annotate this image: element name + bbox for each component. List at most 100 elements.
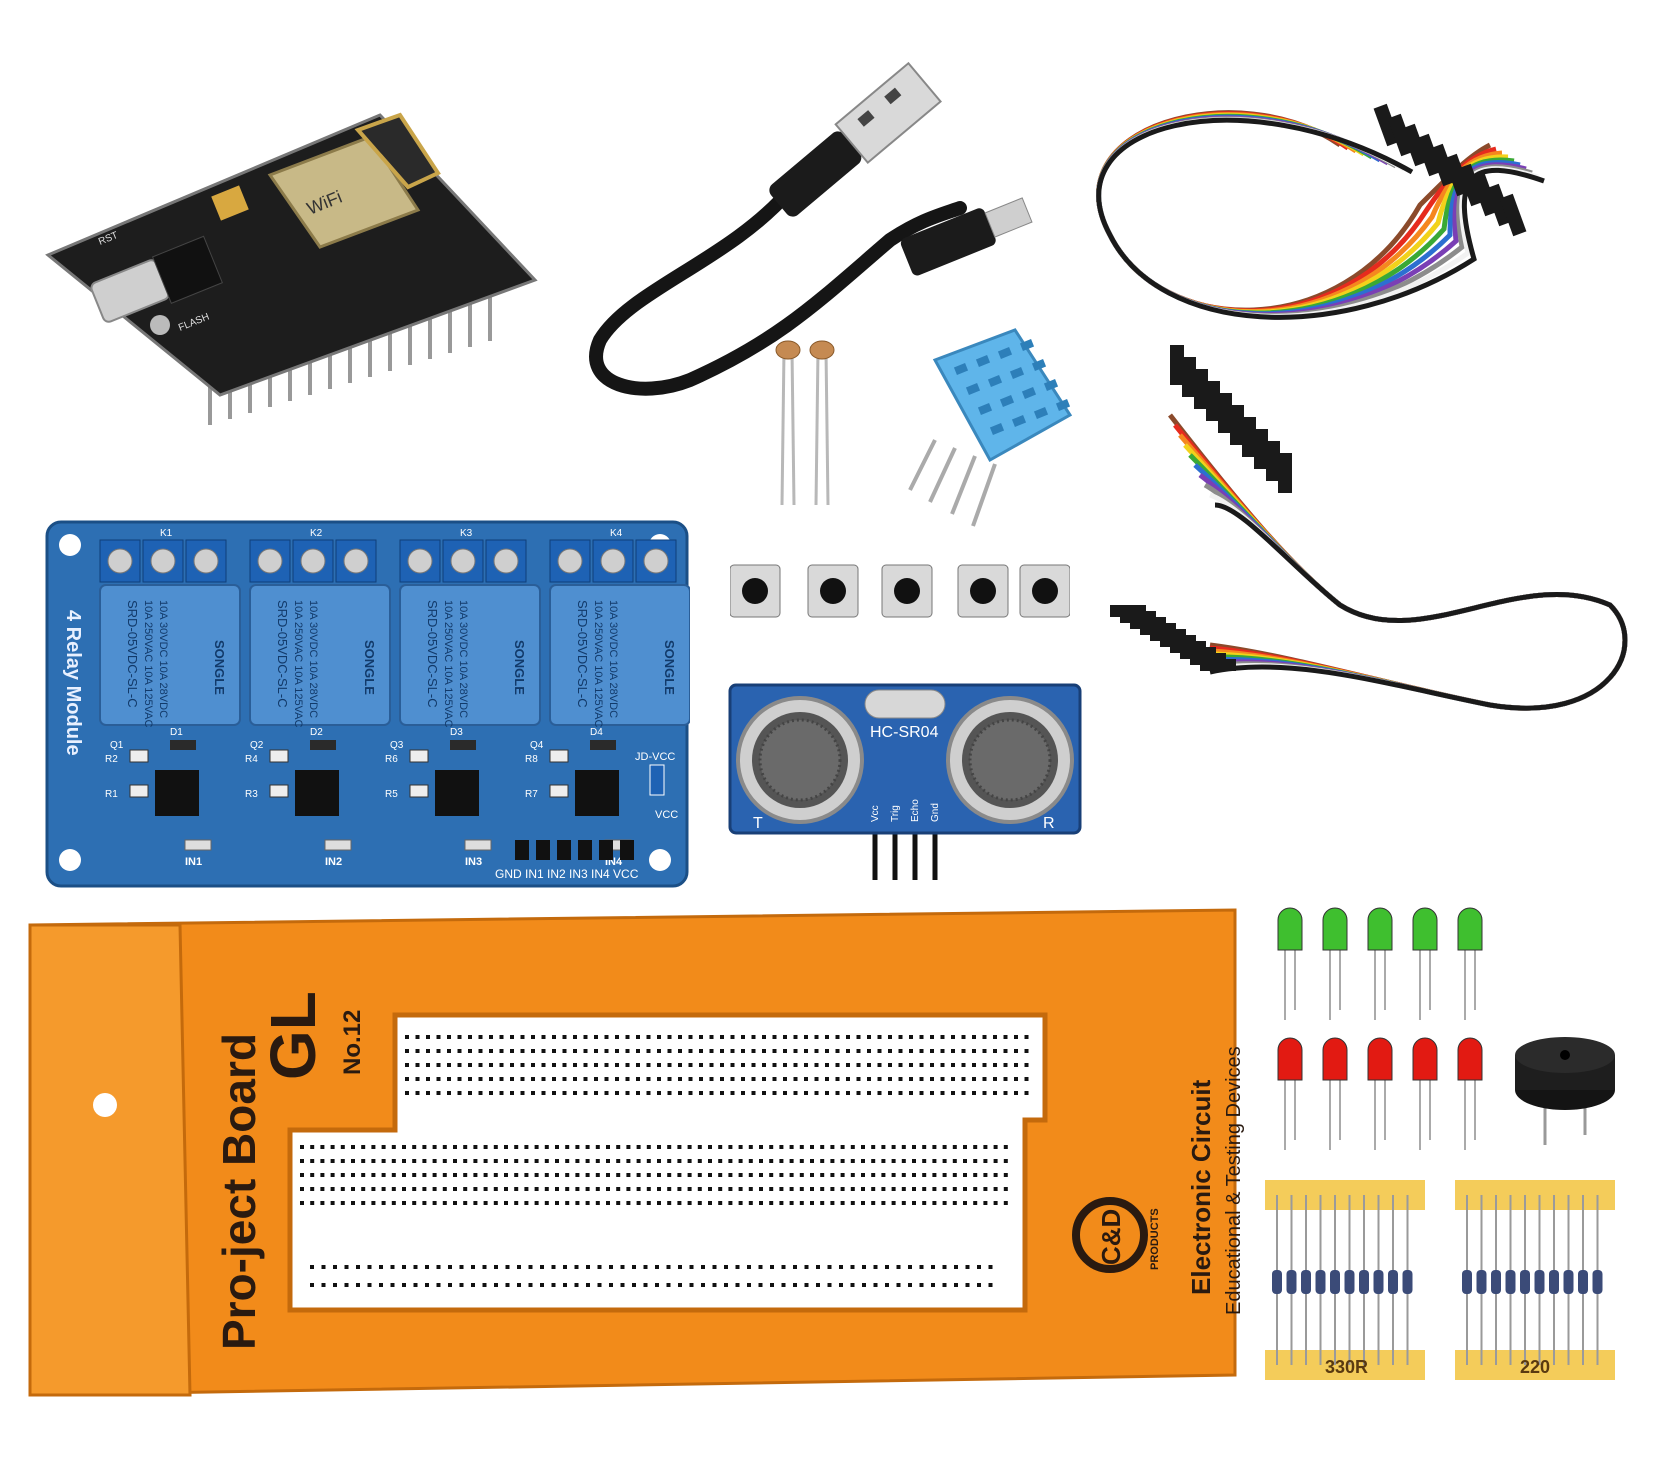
breadboard-hole [646, 1091, 651, 1095]
breadboard-hole [896, 1265, 901, 1269]
breadboard-hole [898, 1091, 903, 1095]
breadboard-hole [361, 1145, 366, 1149]
breadboard-hole [597, 1265, 602, 1269]
breadboard-hole [405, 1063, 409, 1067]
terminal-screw [600, 548, 626, 574]
led-body [1322, 907, 1348, 951]
breadboard-hole [961, 1091, 966, 1095]
breadboard-hole [931, 1265, 935, 1269]
breadboard-hole [412, 1173, 417, 1177]
breadboard-hole [457, 1049, 462, 1053]
breadboard-hole [667, 1173, 672, 1177]
breadboard-hole [586, 1265, 590, 1269]
breadboard-hole [636, 1091, 640, 1095]
breadboard-hole [720, 1063, 724, 1067]
breadboard-hole [379, 1265, 383, 1269]
breadboard-hole [463, 1201, 468, 1205]
breadboard-hole [478, 1077, 483, 1081]
jumper-bundle-bottom [1168, 413, 1628, 711]
breadboard-hole [942, 1145, 947, 1149]
smd-resistor [269, 749, 289, 763]
breadboard-hole [436, 1035, 441, 1039]
breadboard-hole [595, 1159, 600, 1163]
breadboard-hole [793, 1283, 797, 1287]
breadboard-hole [563, 1265, 567, 1269]
breadboard-hole [730, 1035, 735, 1039]
breadboard-hole [597, 1283, 602, 1287]
breadboard-hole [330, 1145, 335, 1149]
breadboard-hole [793, 1049, 798, 1053]
header-pin [536, 840, 550, 860]
breadboard-hole [510, 1035, 514, 1039]
led-body [1457, 907, 1483, 951]
breadboard-hole [688, 1049, 693, 1053]
breadboard-hole [804, 1049, 808, 1053]
breadboard-hole [391, 1145, 396, 1149]
resistor-label: R7 [525, 789, 538, 800]
breadboard-hole [459, 1265, 464, 1269]
breadboard-hole [751, 1035, 756, 1039]
cd-logo-text: C&D [1096, 1209, 1126, 1265]
breadboard-hole [977, 1265, 981, 1269]
breadboard-hole [636, 1187, 641, 1191]
breadboard-hole [646, 1159, 651, 1163]
breadboard-hole [616, 1187, 621, 1191]
breadboard-hole [804, 1077, 808, 1081]
breadboard-hole [772, 1035, 777, 1039]
breadboard-hole [901, 1173, 906, 1177]
relay-rating: 10A 30VDC 10A 28VDC [457, 600, 469, 718]
breadboard-hole [687, 1159, 692, 1163]
breadboard-hole [510, 1063, 514, 1067]
breadboard-hole [442, 1145, 447, 1149]
dht11-vent [977, 403, 993, 415]
breadboard-hole [300, 1173, 304, 1177]
dht11-vent [1055, 399, 1071, 411]
male-connector [1194, 369, 1208, 409]
breadboard-hole [565, 1187, 570, 1191]
breadboard-hole [615, 1063, 619, 1067]
breadboard-hole [562, 1063, 567, 1067]
breadboard-hole [718, 1201, 723, 1205]
breadboard-hole [820, 1159, 825, 1163]
breadboard-hole [730, 1091, 735, 1095]
breadboard-hole [351, 1173, 355, 1177]
led-body [1322, 1037, 1348, 1081]
relay-rating: 10A 250VAC 10A 125VAC [292, 600, 304, 727]
breadboard-hole [830, 1201, 835, 1205]
breadboard-hole [300, 1201, 304, 1205]
indicator-led [324, 839, 352, 851]
breadboard-hole [799, 1145, 804, 1149]
breadboard-hole [942, 1283, 947, 1287]
led-set [1277, 907, 1483, 1150]
breadboard-hole [552, 1091, 556, 1095]
terminal-screw [300, 548, 326, 574]
breadboard-hole [850, 1145, 855, 1149]
breadboard-hole [963, 1201, 967, 1205]
breadboard-hole [901, 1187, 906, 1191]
breadboard-hole [606, 1173, 610, 1177]
breadboard-hole [961, 1077, 966, 1081]
resistor-label: R4 [245, 754, 258, 765]
breadboard-hole [626, 1173, 631, 1177]
breadboard-hole [820, 1201, 825, 1205]
breadboard-hole [919, 1077, 924, 1081]
male-connector [1218, 393, 1232, 433]
male-connector [1242, 417, 1256, 457]
breadboard-hole [1003, 1049, 1008, 1053]
breadboard-hole [825, 1035, 829, 1039]
breadboard-hole [758, 1283, 763, 1287]
breadboard-hole [901, 1201, 906, 1205]
breadboard-hole [524, 1187, 529, 1191]
breadboard-hole [942, 1265, 947, 1269]
breadboard-hole [483, 1173, 488, 1177]
breadboard-hole [510, 1091, 514, 1095]
optocoupler [295, 770, 339, 816]
diode [310, 740, 336, 750]
breadboard-hole [453, 1187, 457, 1191]
transistor-label: Q4 [530, 740, 544, 751]
led-body [1412, 907, 1438, 951]
terminal-screw [557, 548, 583, 574]
breadboard-hole [835, 1035, 840, 1039]
breadboard-hole [871, 1173, 876, 1177]
breadboard-hole [478, 1091, 483, 1095]
